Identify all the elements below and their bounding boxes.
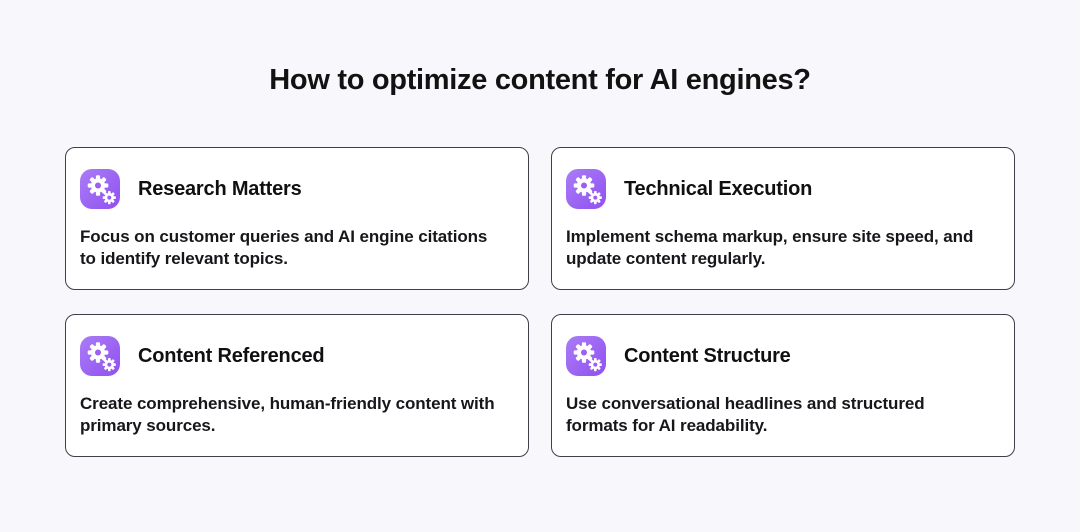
card-description: Focus on customer queries and AI engine …: [80, 227, 488, 269]
gears-icon: [80, 336, 120, 376]
card-header: Technical Execution: [566, 169, 990, 209]
gears-icon: [566, 169, 606, 209]
card-title: Content Structure: [624, 344, 791, 367]
card-technical-execution: Technical Execution Implement schema mar…: [551, 147, 1015, 290]
card-title: Research Matters: [138, 177, 302, 200]
card-description: Use conversational headlines and structu…: [566, 394, 925, 436]
card-header: Content Referenced: [80, 336, 504, 376]
gears-icon: [566, 336, 606, 376]
gears-icon: [80, 169, 120, 209]
cards-grid: Research Matters Focus on customer queri…: [65, 147, 1015, 457]
page-title: How to optimize content for AI engines?: [269, 64, 811, 96]
card-content-referenced: Content Referenced Create comprehensive,…: [65, 314, 529, 457]
card-header: Content Structure: [566, 336, 990, 376]
card-content-structure: Content Structure Use conversational hea…: [551, 314, 1015, 457]
card-description: Implement schema markup, ensure site spe…: [566, 227, 974, 269]
card-header: Research Matters: [80, 169, 504, 209]
card-research-matters: Research Matters Focus on customer queri…: [65, 147, 529, 290]
card-title: Technical Execution: [624, 177, 813, 200]
card-description: Create comprehensive, human-friendly con…: [80, 394, 495, 436]
card-title: Content Referenced: [138, 344, 325, 367]
